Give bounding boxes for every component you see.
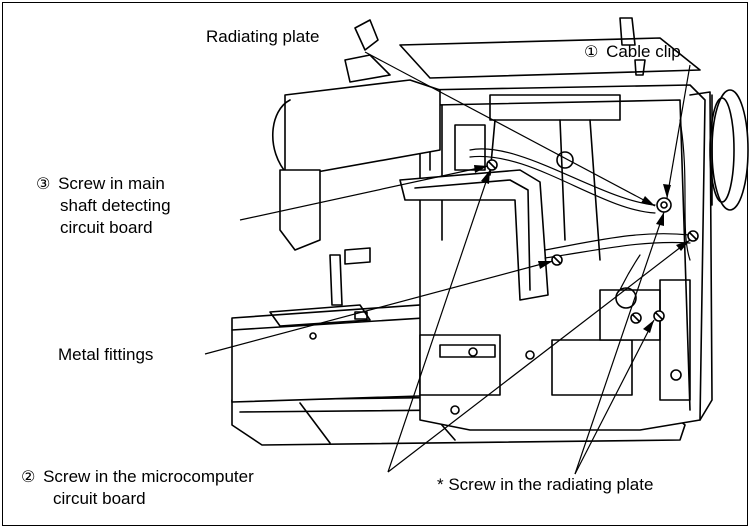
screw-marks: [486, 159, 699, 324]
inner-frame: [399, 94, 621, 301]
label-radiating-plate-screw: * Screw in the radiating plate: [437, 475, 654, 494]
arrowhead-radiating-plate-screw-2: [656, 212, 664, 226]
label-microcomputer-screw: ② Screw in the microcomputer circuit boa…: [21, 466, 254, 510]
microcomputer-line-2: circuit board: [53, 489, 146, 508]
cable-clip-text: Cable clip: [606, 42, 681, 61]
label-cable-clip: ① Cable clip: [584, 41, 681, 63]
lower-components: [419, 151, 691, 415]
arrowhead-microcomputer-screw-1: [481, 170, 490, 184]
leader-radiating-plate: [364, 51, 656, 207]
arrowhead-main-shaft-screw: [474, 165, 488, 173]
arrowhead-metal-fittings: [538, 261, 553, 269]
arrowhead-radiating-plate-screw-1: [643, 320, 654, 333]
main-shaft-line-1: Screw in main: [58, 174, 165, 193]
leader-microcomputer-screw-1: [387, 169, 491, 473]
marker-2: ②: [21, 467, 36, 486]
microcomputer-line-1: Screw in the microcomputer: [43, 467, 254, 486]
label-radiating-plate: Radiating plate: [206, 27, 320, 46]
main-shaft-line-3: circuit board: [60, 218, 153, 237]
arrowhead-radiating-plate: [641, 196, 655, 206]
leader-radiating-plate-screw-1: [574, 319, 655, 475]
label-metal-fittings: Metal fittings: [58, 345, 154, 364]
arrowhead-microcomputer-screw-2: [676, 240, 690, 251]
main-shaft-line-2: shaft detecting: [60, 196, 171, 215]
marker-1: ①: [584, 42, 599, 61]
leader-radiating-plate-screw-2: [574, 211, 665, 475]
leader-microcomputer-screw-2: [387, 239, 691, 473]
leader-metal-fittings: [204, 260, 554, 355]
label-main-shaft-screw: ③ Screw in main shaft detecting circuit …: [36, 173, 171, 239]
arrowhead-cable-clip: [663, 184, 671, 198]
cable-clip-mark: [656, 197, 672, 213]
leader-cable-clip: [666, 64, 691, 199]
leader-main-shaft-screw: [239, 165, 489, 221]
marker-3: ③: [36, 174, 51, 193]
